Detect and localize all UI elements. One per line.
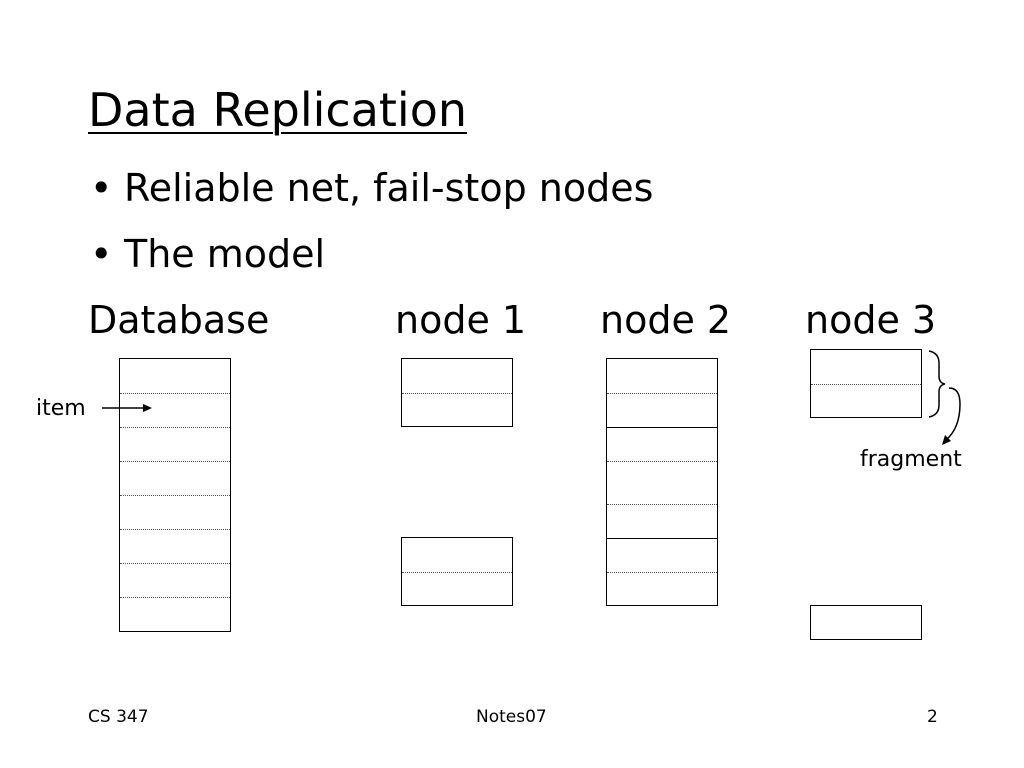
fragment-brace (928, 350, 946, 418)
bullet-text: Reliable net, fail-stop nodes (124, 166, 654, 210)
bullet-item: •The model (90, 229, 325, 279)
database-table (119, 358, 231, 632)
item-divider (120, 563, 230, 564)
node3-heading: node 3 (805, 298, 937, 342)
fragment-arrow (942, 387, 961, 445)
node1-heading: node 1 (395, 298, 527, 342)
item-divider (402, 572, 512, 573)
item-divider (120, 495, 230, 496)
fragment-label: fragment (860, 447, 962, 472)
database-heading: Database (88, 298, 270, 342)
bullet-symbol: • (90, 232, 113, 276)
bullet-symbol: • (90, 166, 113, 210)
footer-notes: Notes07 (476, 707, 547, 727)
item-divider (607, 504, 717, 505)
node1-fragment (401, 537, 513, 606)
item-divider (811, 384, 921, 385)
item-divider (120, 529, 230, 530)
slide-title: Data Replication (88, 83, 468, 137)
node3-fragment (810, 605, 922, 640)
item-divider (120, 393, 230, 394)
bullet-text: The model (124, 232, 326, 276)
item-arrow (102, 404, 152, 412)
fragment-divider (607, 538, 717, 539)
node3-fragment (810, 349, 922, 418)
item-divider (607, 393, 717, 394)
fragment-divider (607, 427, 717, 428)
item-divider (120, 427, 230, 428)
node1-fragment (401, 358, 513, 427)
footer-course: CS 347 (88, 707, 149, 727)
item-divider (607, 572, 717, 573)
item-label: item (36, 396, 86, 421)
item-divider (607, 461, 717, 462)
item-divider (402, 393, 512, 394)
item-divider (120, 461, 230, 462)
footer-page-number: 2 (927, 707, 938, 727)
node2-table (606, 358, 718, 606)
item-divider (120, 597, 230, 598)
node2-heading: node 2 (600, 298, 732, 342)
bullet-item: •Reliable net, fail-stop nodes (90, 163, 653, 213)
